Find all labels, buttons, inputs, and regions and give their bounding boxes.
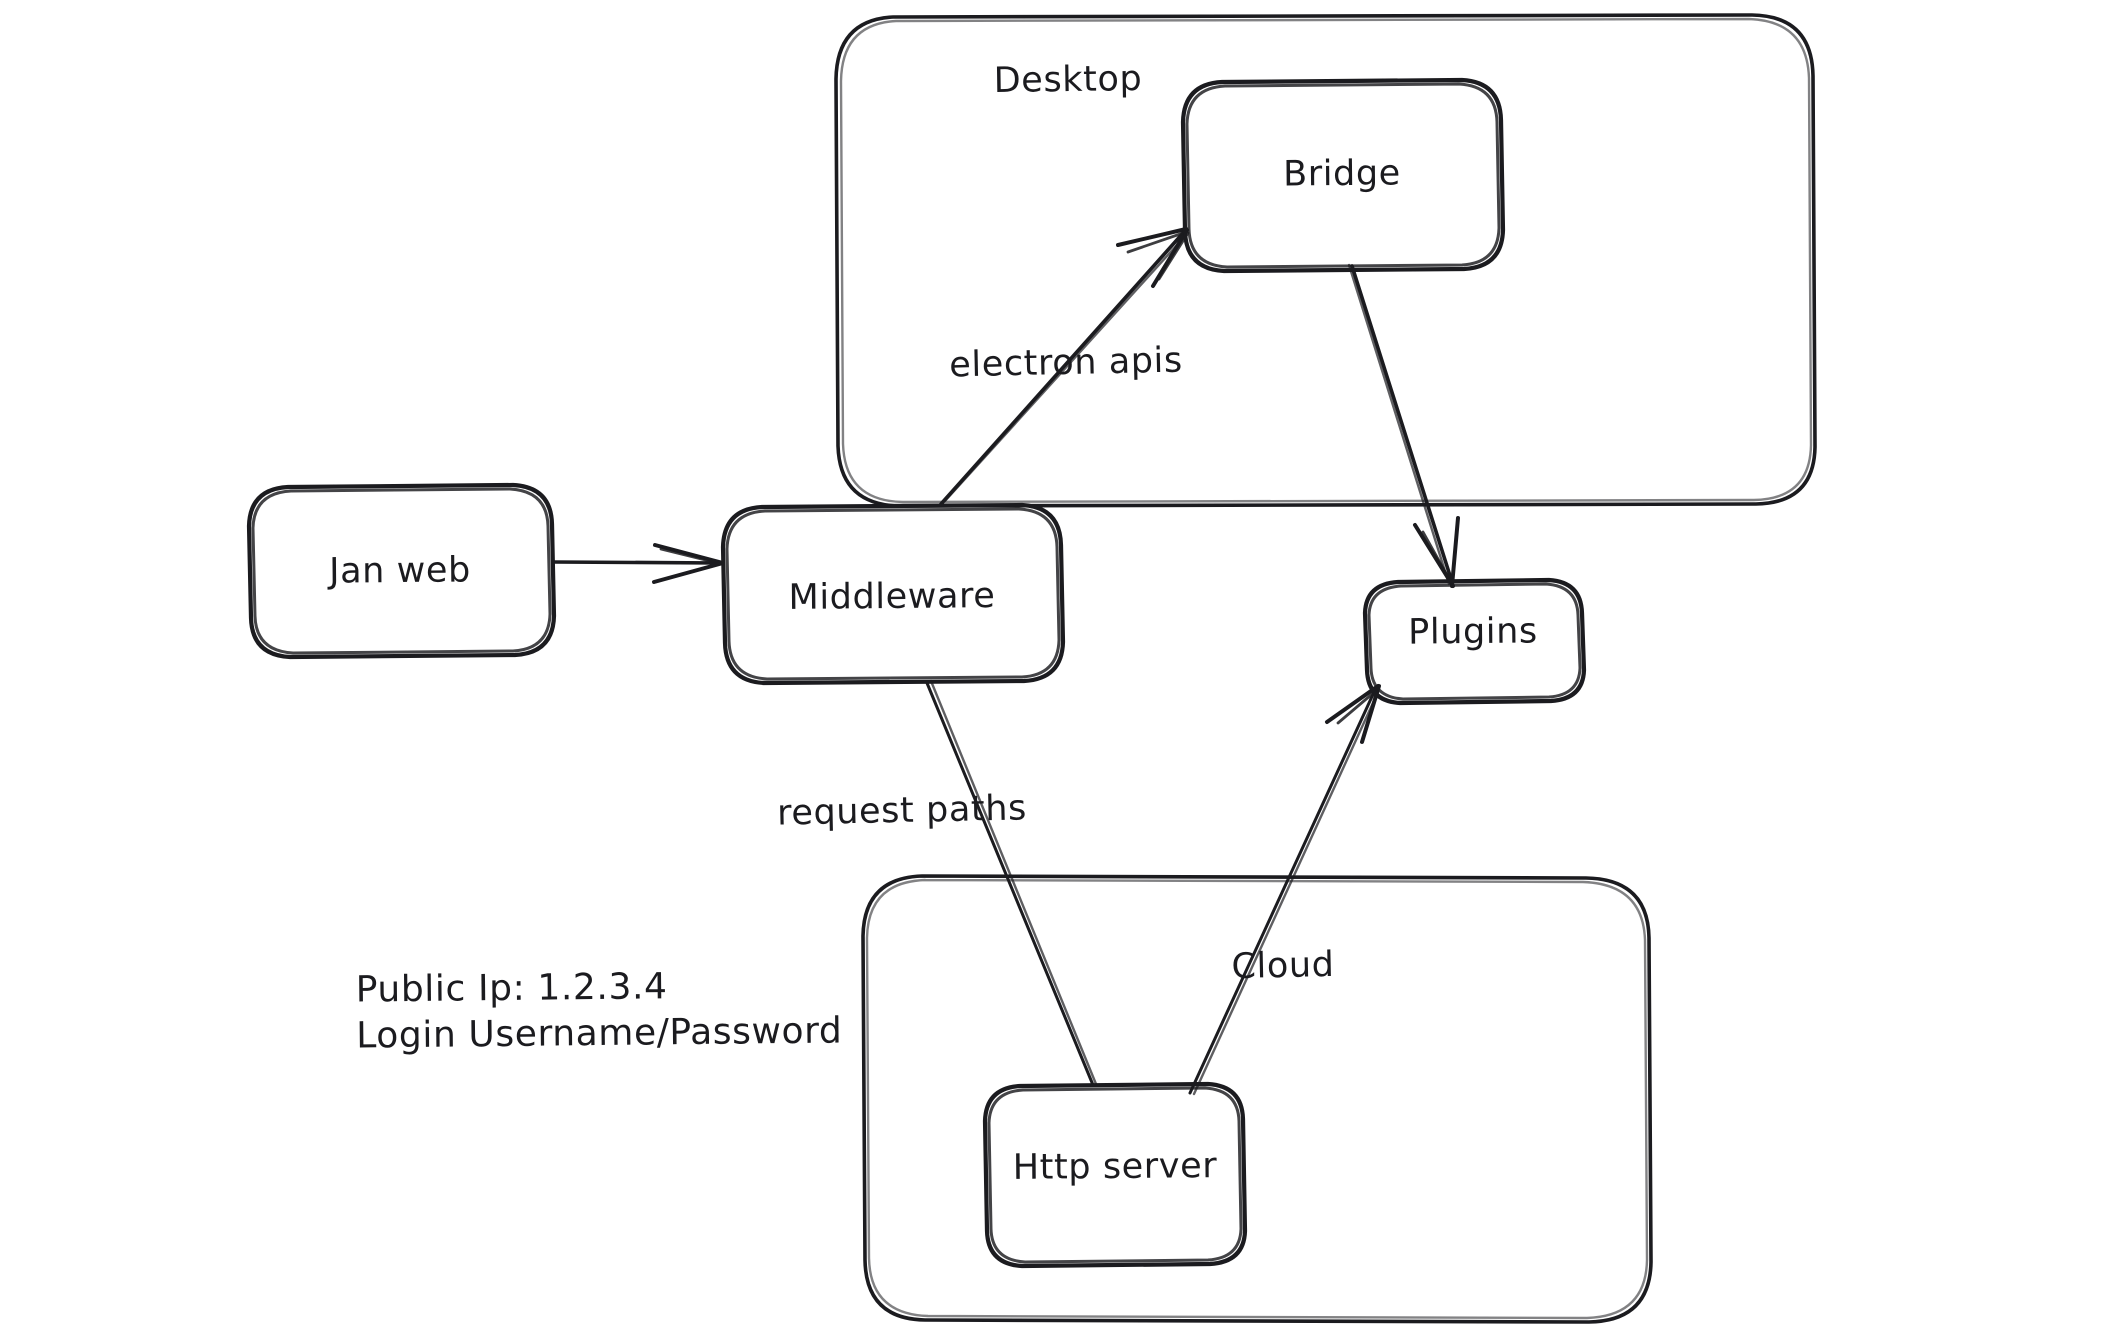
node-label-middleware: Middleware — [788, 576, 996, 618]
edge-http-server-to-plugins — [1188, 684, 1381, 1096]
note-line-login: Login Username/Password — [356, 1010, 843, 1057]
node-label-jan-web: Jan web — [329, 550, 471, 592]
container-cloud[interactable] — [861, 874, 1653, 1324]
edge-bridge-to-plugins — [1347, 263, 1460, 588]
note-line-public-ip: Public Ip: 1.2.3.4 — [355, 966, 668, 1011]
node-plugins[interactable] — [1362, 577, 1587, 706]
node-label-plugins: Plugins — [1408, 611, 1538, 653]
node-label-bridge: Bridge — [1282, 153, 1402, 195]
container-label-desktop: Desktop — [993, 58, 1143, 102]
node-jan-web[interactable] — [246, 482, 557, 660]
note-public-ip: Public Ip: 1.2.3.4 Login Username/Passwo… — [356, 962, 843, 1059]
edge-label-cloud: Cloud — [1231, 944, 1335, 988]
edge-middleware-to-http-server — [925, 679, 1098, 1087]
edge-middleware-to-bridge — [939, 227, 1190, 506]
node-middleware[interactable] — [720, 502, 1066, 686]
edge-label-electron-apis: electron apis — [948, 340, 1184, 386]
node-label-http-server: Http server — [1012, 1146, 1218, 1188]
edge-jan-web-to-middleware — [551, 543, 725, 584]
node-bridge[interactable] — [1180, 77, 1506, 274]
node-http-server[interactable] — [982, 1081, 1248, 1269]
container-desktop[interactable] — [834, 13, 1817, 508]
edge-label-request-paths: request paths — [776, 788, 1028, 834]
